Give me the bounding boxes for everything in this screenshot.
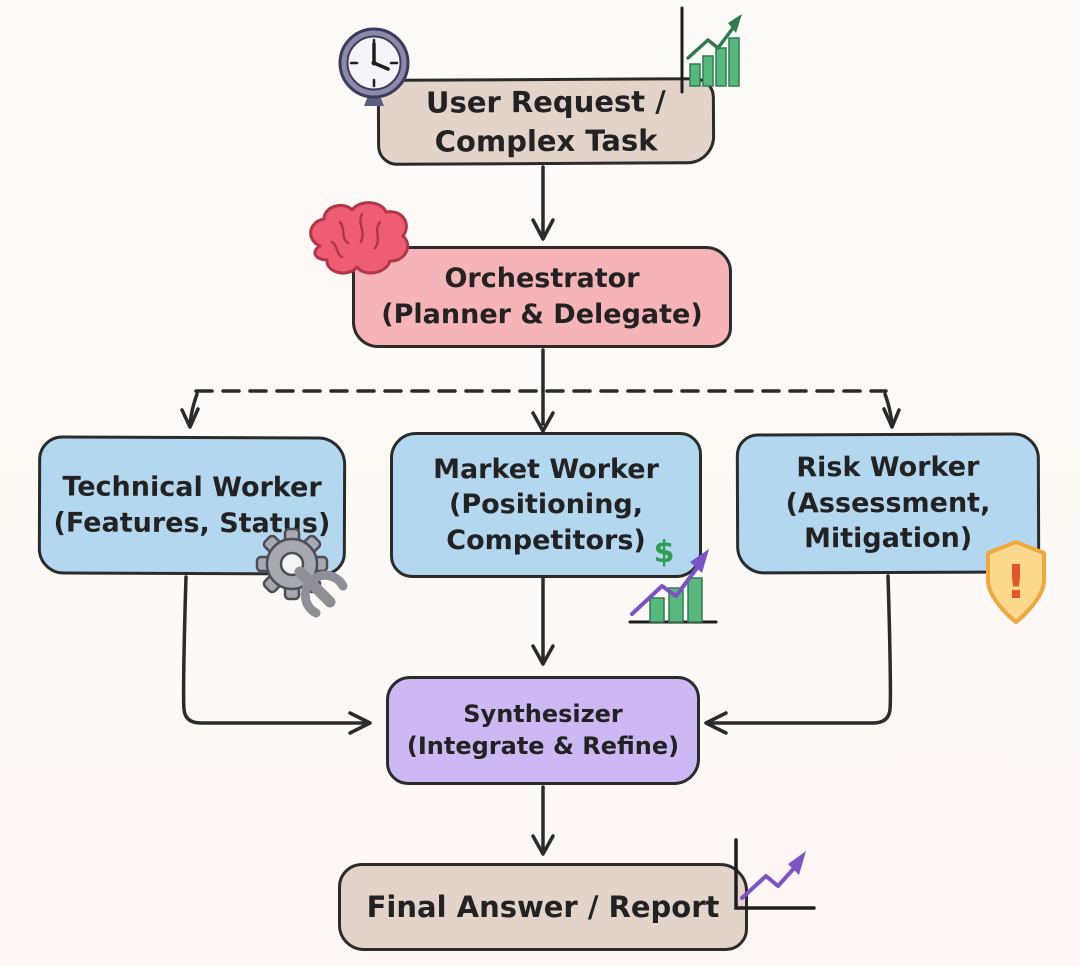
arrow-dashed-to-risk [882,392,901,429]
node-label: Technical Worker [62,471,322,504]
exclamation-glyph: ! [1006,555,1027,609]
node-label: (Positioning, [449,489,643,521]
final-answer-node: Final Answer / Report [338,863,748,951]
gear-wrench-icon [250,520,354,628]
node-label: Synthesizer [463,699,623,728]
dollar-glyph: $ [654,535,675,570]
arrow-user-to-orchestrator [531,165,555,241]
dollar-growth-icon: $ [624,532,720,628]
node-label: User Request / [425,84,666,120]
brain-icon [298,194,418,284]
growth-chart-icon [676,6,754,94]
node-label: Risk Worker [796,451,980,484]
node-label: Final Answer / Report [366,889,720,924]
report-chart-icon [726,838,818,920]
arrow-risk-to-synthesizer [704,574,893,735]
node-label: Market Worker [433,453,659,485]
clock-icon [334,24,414,110]
arrow-orchestrator-to-market [531,348,555,433]
arrow-technical-to-synthesizer [181,575,372,735]
node-label: Competitors) [446,524,646,556]
node-label: (Assessment, [785,487,991,520]
arrow-dashed-to-technical [180,392,200,429]
user-request-node: User Request / Complex Task [376,77,716,166]
shield-alert-icon: ! [982,538,1050,628]
market-worker-node: Market Worker (Positioning, Competitors) [390,432,702,578]
orchestrator-node: Orchestrator (Planner & Delegate) [352,246,732,348]
node-label: Complex Task [434,122,658,159]
arrow-market-to-synthesizer [531,576,555,666]
arrow-synthesizer-to-final [531,785,555,856]
node-label: Mitigation) [804,523,973,555]
synthesizer-node: Synthesizer (Integrate & Refine) [386,676,700,785]
node-label: (Integrate & Refine) [406,731,680,760]
node-label: Orchestrator [444,263,640,295]
node-label: (Planner & Delegate) [381,299,703,330]
